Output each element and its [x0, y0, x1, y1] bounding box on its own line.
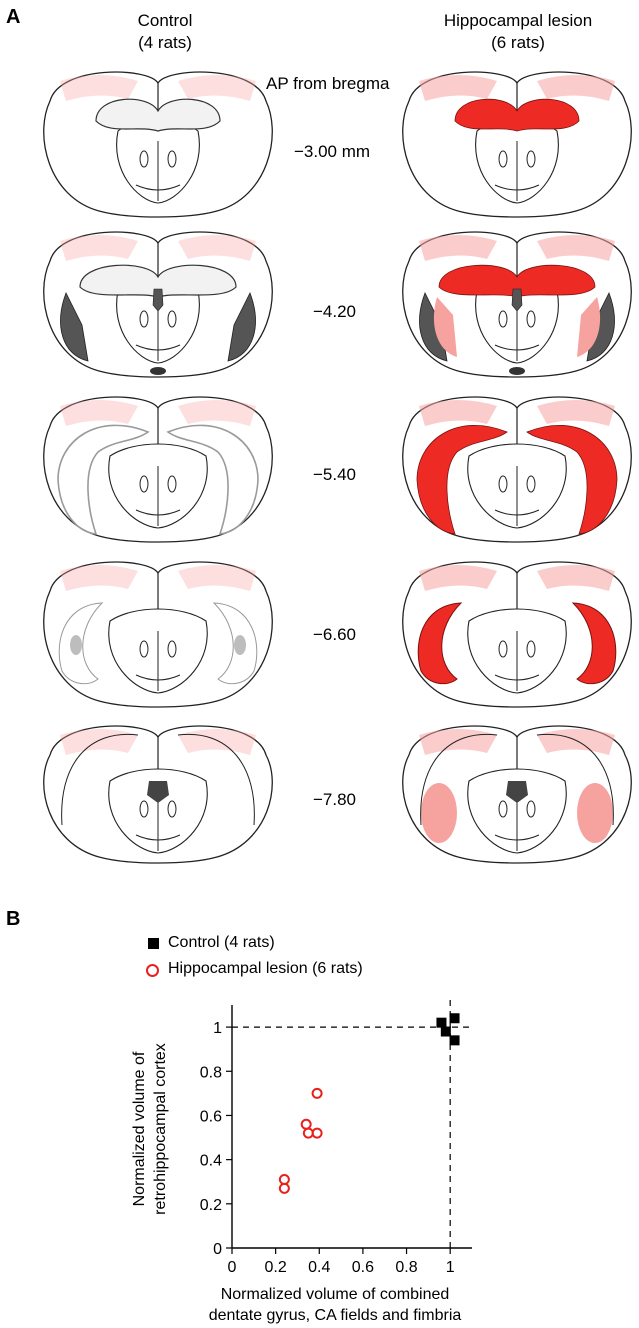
y-tick-label-0: 0: [213, 1241, 222, 1258]
ventral-nucleus: [150, 367, 166, 375]
brain-section-control-2: [44, 232, 273, 377]
control-point-2: [450, 1013, 460, 1023]
y-tick-label-3: 0.6: [200, 1108, 222, 1125]
lesion-point-5: [313, 1089, 322, 1098]
x-axis-title: Normalized volume of combined dentate gy…: [130, 1284, 540, 1326]
brain-section-control-5: [44, 726, 273, 863]
brain-section-lesion-5: [403, 726, 632, 863]
y-axis-title: Normalized volume of retrohippocampal co…: [129, 974, 171, 1284]
brain-section-lesion-4: [403, 562, 632, 707]
brain-section-lesion-1: [403, 72, 632, 217]
y-tick-label-5: 1: [213, 1020, 222, 1037]
lesion-point-1: [280, 1175, 289, 1184]
brain-section-control-4: [44, 562, 273, 707]
lesion-point-4: [313, 1129, 322, 1138]
brain-section-lesion-3: [403, 397, 632, 542]
control-point-1: [441, 1027, 451, 1037]
legend-control-label: Control (4 rats): [168, 934, 275, 952]
x-tick-label-5: 1: [446, 1259, 455, 1276]
grey-structure-left: [70, 635, 82, 655]
lesion-point-2: [302, 1120, 311, 1129]
y-axis-title-line2: retrohippocampal cortex: [150, 974, 171, 1284]
legend-control-marker: [148, 938, 159, 949]
control-point-0: [436, 1018, 446, 1028]
y-tick-label-2: 0.4: [200, 1153, 222, 1170]
lesion-point-0: [280, 1184, 289, 1193]
x-axis-title-line2: dentate gyrus, CA fields and fimbria: [130, 1305, 540, 1326]
x-axis-title-line1: Normalized volume of combined: [130, 1284, 540, 1305]
lesion-point-3: [304, 1129, 313, 1138]
x-tick-label-4: 0.8: [395, 1259, 417, 1276]
brain-section-lesion-2: [403, 232, 632, 377]
y-tick-label-4: 0.8: [200, 1064, 222, 1081]
y-axis-title-line1: Normalized volume of: [129, 974, 150, 1284]
brain-sections-figure: [0, 0, 639, 880]
panel-b-letter: B: [6, 908, 20, 931]
legend-lesion-label: Hippocampal lesion (6 rats): [168, 960, 363, 978]
brain-section-control-1: [44, 72, 273, 217]
brain-section-control-3: [44, 397, 273, 542]
lesion-patch-left: [421, 783, 457, 843]
x-tick-label-1: 0.2: [265, 1259, 287, 1276]
x-tick-label-3: 0.6: [352, 1259, 374, 1276]
y-tick-label-1: 0.2: [200, 1197, 222, 1214]
control-point-3: [450, 1035, 460, 1045]
x-tick-label-0: 0: [228, 1259, 237, 1276]
grey-structure-right: [234, 635, 246, 655]
x-tick-label-2: 0.4: [308, 1259, 330, 1276]
ventral-nucleus: [509, 367, 525, 375]
lesion-patch-right: [577, 783, 613, 843]
